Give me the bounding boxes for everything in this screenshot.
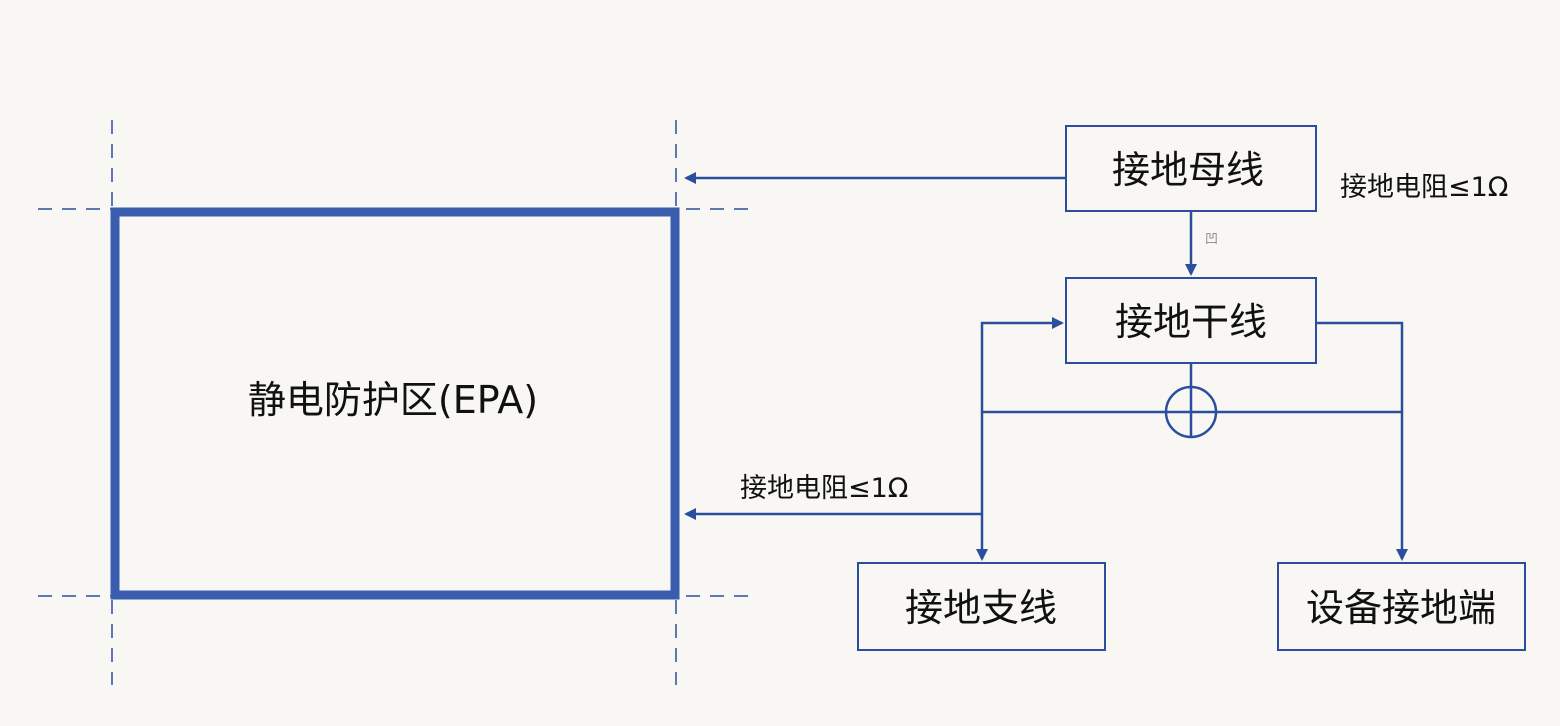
resistance-top-label: 接地电阻≤1Ω xyxy=(1340,172,1508,203)
epa-box xyxy=(110,207,680,600)
branch-label: 接地支线 xyxy=(905,586,1057,630)
arrow-loop-to-trunk xyxy=(980,317,1064,412)
resistance-mid-label: 接地电阻≤1Ω xyxy=(740,473,908,504)
equipment-box xyxy=(1277,562,1526,651)
main-bus-label: 接地母线 xyxy=(1112,148,1264,192)
trunk-box xyxy=(1065,277,1317,364)
small-mark: 凹 xyxy=(1205,232,1218,247)
branch-box xyxy=(857,562,1106,651)
trunk-label: 接地干线 xyxy=(1115,300,1267,344)
junction-symbol xyxy=(1164,385,1218,439)
equipment-label: 设备接地端 xyxy=(1306,586,1496,630)
arrow-trunk-to-equipment xyxy=(1316,321,1408,561)
epa-label: 静电防护区(EPA) xyxy=(248,378,538,422)
